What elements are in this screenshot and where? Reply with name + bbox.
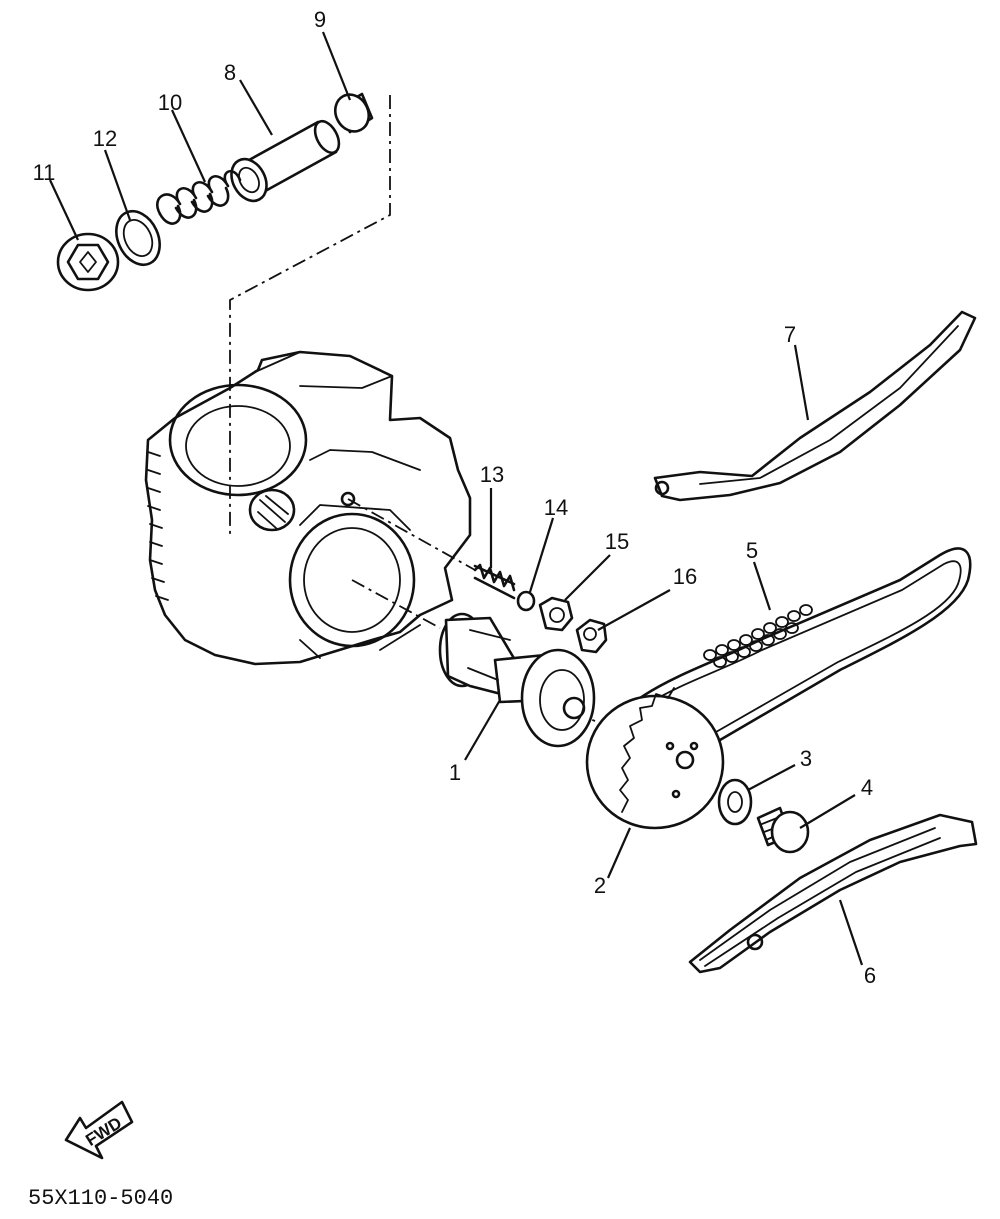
part-labels: 1 2 3 4 5 6 7 8 9 10 11 12 13 14 15 16 xyxy=(33,7,877,988)
label-part-6: 6 xyxy=(864,963,876,988)
part-12-washer xyxy=(115,209,161,267)
label-part-12: 12 xyxy=(93,126,117,151)
label-part-11: 11 xyxy=(33,160,56,185)
part-16-cap-nut xyxy=(575,618,608,654)
label-part-1: 1 xyxy=(449,760,461,785)
part-11-hex-bolt xyxy=(56,232,120,292)
part-6-chain-guide xyxy=(688,813,978,974)
label-part-10: 10 xyxy=(158,90,182,115)
label-part-9: 9 xyxy=(314,7,326,32)
part-7-chain-guide xyxy=(653,310,977,502)
label-part-7: 7 xyxy=(784,322,796,347)
part-13-spring xyxy=(473,563,516,600)
part-10-spring xyxy=(156,169,242,225)
part-8-sleeve xyxy=(230,119,341,203)
label-part-8: 8 xyxy=(224,60,236,85)
fwd-arrow-icon: FWD xyxy=(64,1100,134,1160)
label-part-14: 14 xyxy=(544,495,568,520)
label-part-16: 16 xyxy=(673,564,697,589)
cylinder-head-housing xyxy=(144,350,472,666)
part-9-cap xyxy=(333,92,374,134)
label-part-3: 3 xyxy=(800,746,812,771)
label-part-2: 2 xyxy=(594,873,606,898)
part-1-camshaft xyxy=(438,612,596,748)
assembly-guide-lines xyxy=(229,95,721,779)
figure-code: 55X110-5040 xyxy=(28,1186,173,1211)
part-3-washer xyxy=(717,778,753,826)
part-14-o-ring xyxy=(516,590,536,612)
label-part-5: 5 xyxy=(746,538,758,563)
part-15-nut xyxy=(538,596,574,632)
label-part-4: 4 xyxy=(861,775,873,800)
label-part-15: 15 xyxy=(605,529,629,554)
label-part-13: 13 xyxy=(480,462,504,487)
part-4-bolt xyxy=(756,806,810,854)
leader-lines xyxy=(49,31,864,966)
part-2-sprocket xyxy=(585,687,725,830)
